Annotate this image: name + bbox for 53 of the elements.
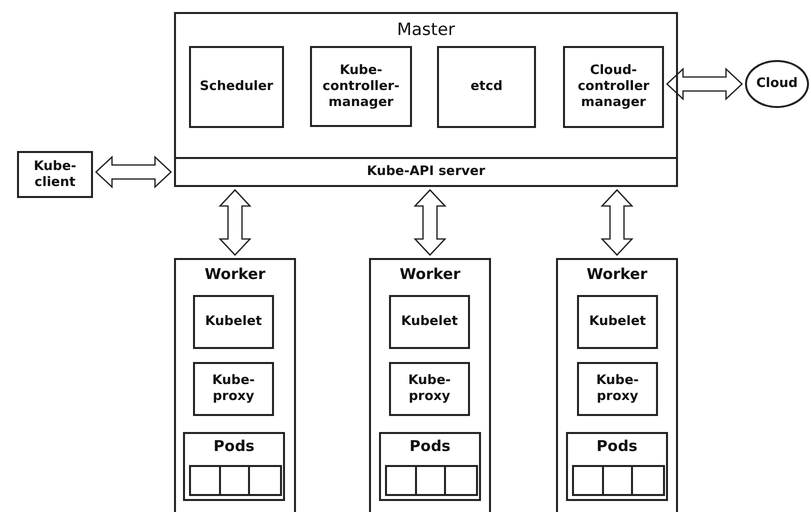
node-label: Kube-proxy	[407, 373, 452, 405]
block-arrow	[666, 68, 743, 100]
node-label: Master	[396, 20, 456, 40]
node-label: Worker	[400, 266, 460, 282]
node-label: Kube-controller-manager	[322, 62, 400, 110]
node-label: Kube-proxy	[595, 373, 640, 405]
component-box	[17, 151, 93, 198]
component-box	[193, 295, 274, 349]
node-label: Kubelet	[589, 314, 646, 330]
pod-slot	[572, 465, 604, 496]
block-arrow	[218, 189, 252, 256]
component-box	[577, 362, 658, 416]
node-label: Cloud	[756, 76, 798, 92]
pod-slot	[218, 465, 250, 496]
node-label: etcd	[470, 79, 503, 95]
component-box	[189, 46, 284, 128]
pod-slot	[602, 465, 634, 496]
pod-slot	[189, 465, 221, 496]
component-box	[563, 46, 664, 128]
block-arrow	[600, 189, 634, 256]
block-arrow	[95, 156, 172, 188]
pod-slot	[631, 465, 666, 496]
pod-slot	[444, 465, 478, 496]
master-box	[174, 12, 678, 187]
worker-box	[556, 258, 678, 512]
worker-box	[369, 258, 491, 512]
node-label: Kube-proxy	[211, 373, 256, 405]
node-label: Pods	[214, 438, 254, 454]
component-box	[389, 362, 470, 416]
cloud-ellipse	[745, 60, 809, 108]
node-label: Scheduler	[200, 79, 274, 95]
node-label: Kube-API server	[366, 164, 486, 180]
pods-box	[566, 432, 668, 501]
node-label: Worker	[586, 266, 648, 282]
node-label: Kubelet	[401, 314, 458, 330]
node-label: Kubelet	[205, 314, 262, 330]
node-label: Kube-client	[32, 158, 78, 190]
component-box	[310, 46, 412, 127]
node-label: Pods	[596, 438, 638, 454]
pods-box	[183, 432, 285, 501]
component-box	[389, 295, 470, 349]
component-box	[437, 46, 536, 128]
pods-box	[379, 432, 481, 501]
component-box	[193, 362, 274, 416]
node-label: Pods	[410, 438, 450, 454]
pod-slot	[385, 465, 417, 496]
pod-slot	[414, 465, 446, 496]
block-arrow	[414, 189, 446, 256]
node-label: Cloud-controller manager	[576, 63, 650, 111]
node-label: Worker	[204, 266, 266, 282]
worker-box	[174, 258, 296, 512]
component-box	[577, 295, 658, 349]
pod-slot	[248, 465, 282, 496]
